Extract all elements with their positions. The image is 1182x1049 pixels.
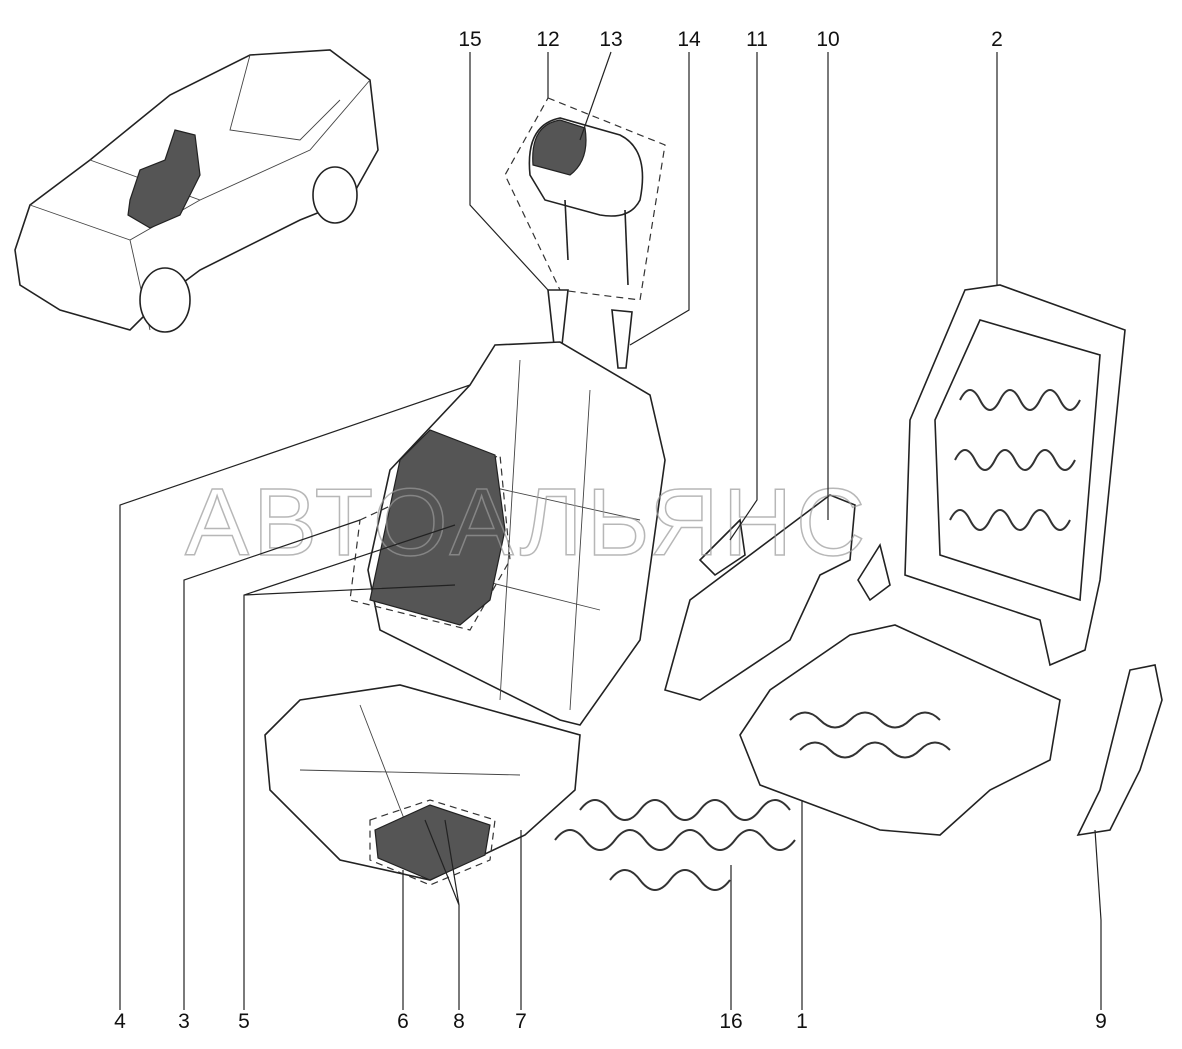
callout-6: 6 xyxy=(397,1010,409,1033)
callout-2: 2 xyxy=(991,28,1003,51)
backrest-frame xyxy=(857,284,1126,667)
cushion-cover xyxy=(264,684,581,886)
callout-12: 12 xyxy=(536,28,559,51)
top-callouts: 15 12 13 14 11 10 2 xyxy=(458,28,1003,51)
callout-5: 5 xyxy=(238,1010,250,1033)
highlighted-seat-icon xyxy=(127,129,201,229)
side-shield-10 xyxy=(664,494,856,701)
car-overview-illustration xyxy=(14,49,379,333)
callout-9: 9 xyxy=(1095,1010,1107,1033)
callout-11: 11 xyxy=(746,28,768,51)
headrest xyxy=(504,97,666,301)
headrest-guide-left xyxy=(547,289,569,346)
watermark: АВТОАЛЬЯНС xyxy=(185,469,869,576)
headrest-guide-right xyxy=(611,309,633,369)
callout-3: 3 xyxy=(178,1010,190,1033)
side-trim-9 xyxy=(1076,664,1163,837)
callout-1: 1 xyxy=(796,1010,808,1033)
leader-lines xyxy=(119,51,1102,1010)
callout-4: 4 xyxy=(114,1010,126,1033)
callout-13: 13 xyxy=(599,28,622,51)
bottom-callouts: 4 3 5 6 8 7 16 1 9 xyxy=(114,1010,1107,1033)
callout-7: 7 xyxy=(515,1010,527,1033)
callout-16: 16 xyxy=(719,1010,742,1033)
callout-8: 8 xyxy=(453,1010,465,1033)
callout-15: 15 xyxy=(458,28,481,51)
cushion-springs xyxy=(554,799,796,891)
cushion-frame xyxy=(739,624,1061,836)
callout-14: 14 xyxy=(677,28,701,51)
callout-10: 10 xyxy=(816,28,839,51)
backrest-cover xyxy=(349,341,666,726)
